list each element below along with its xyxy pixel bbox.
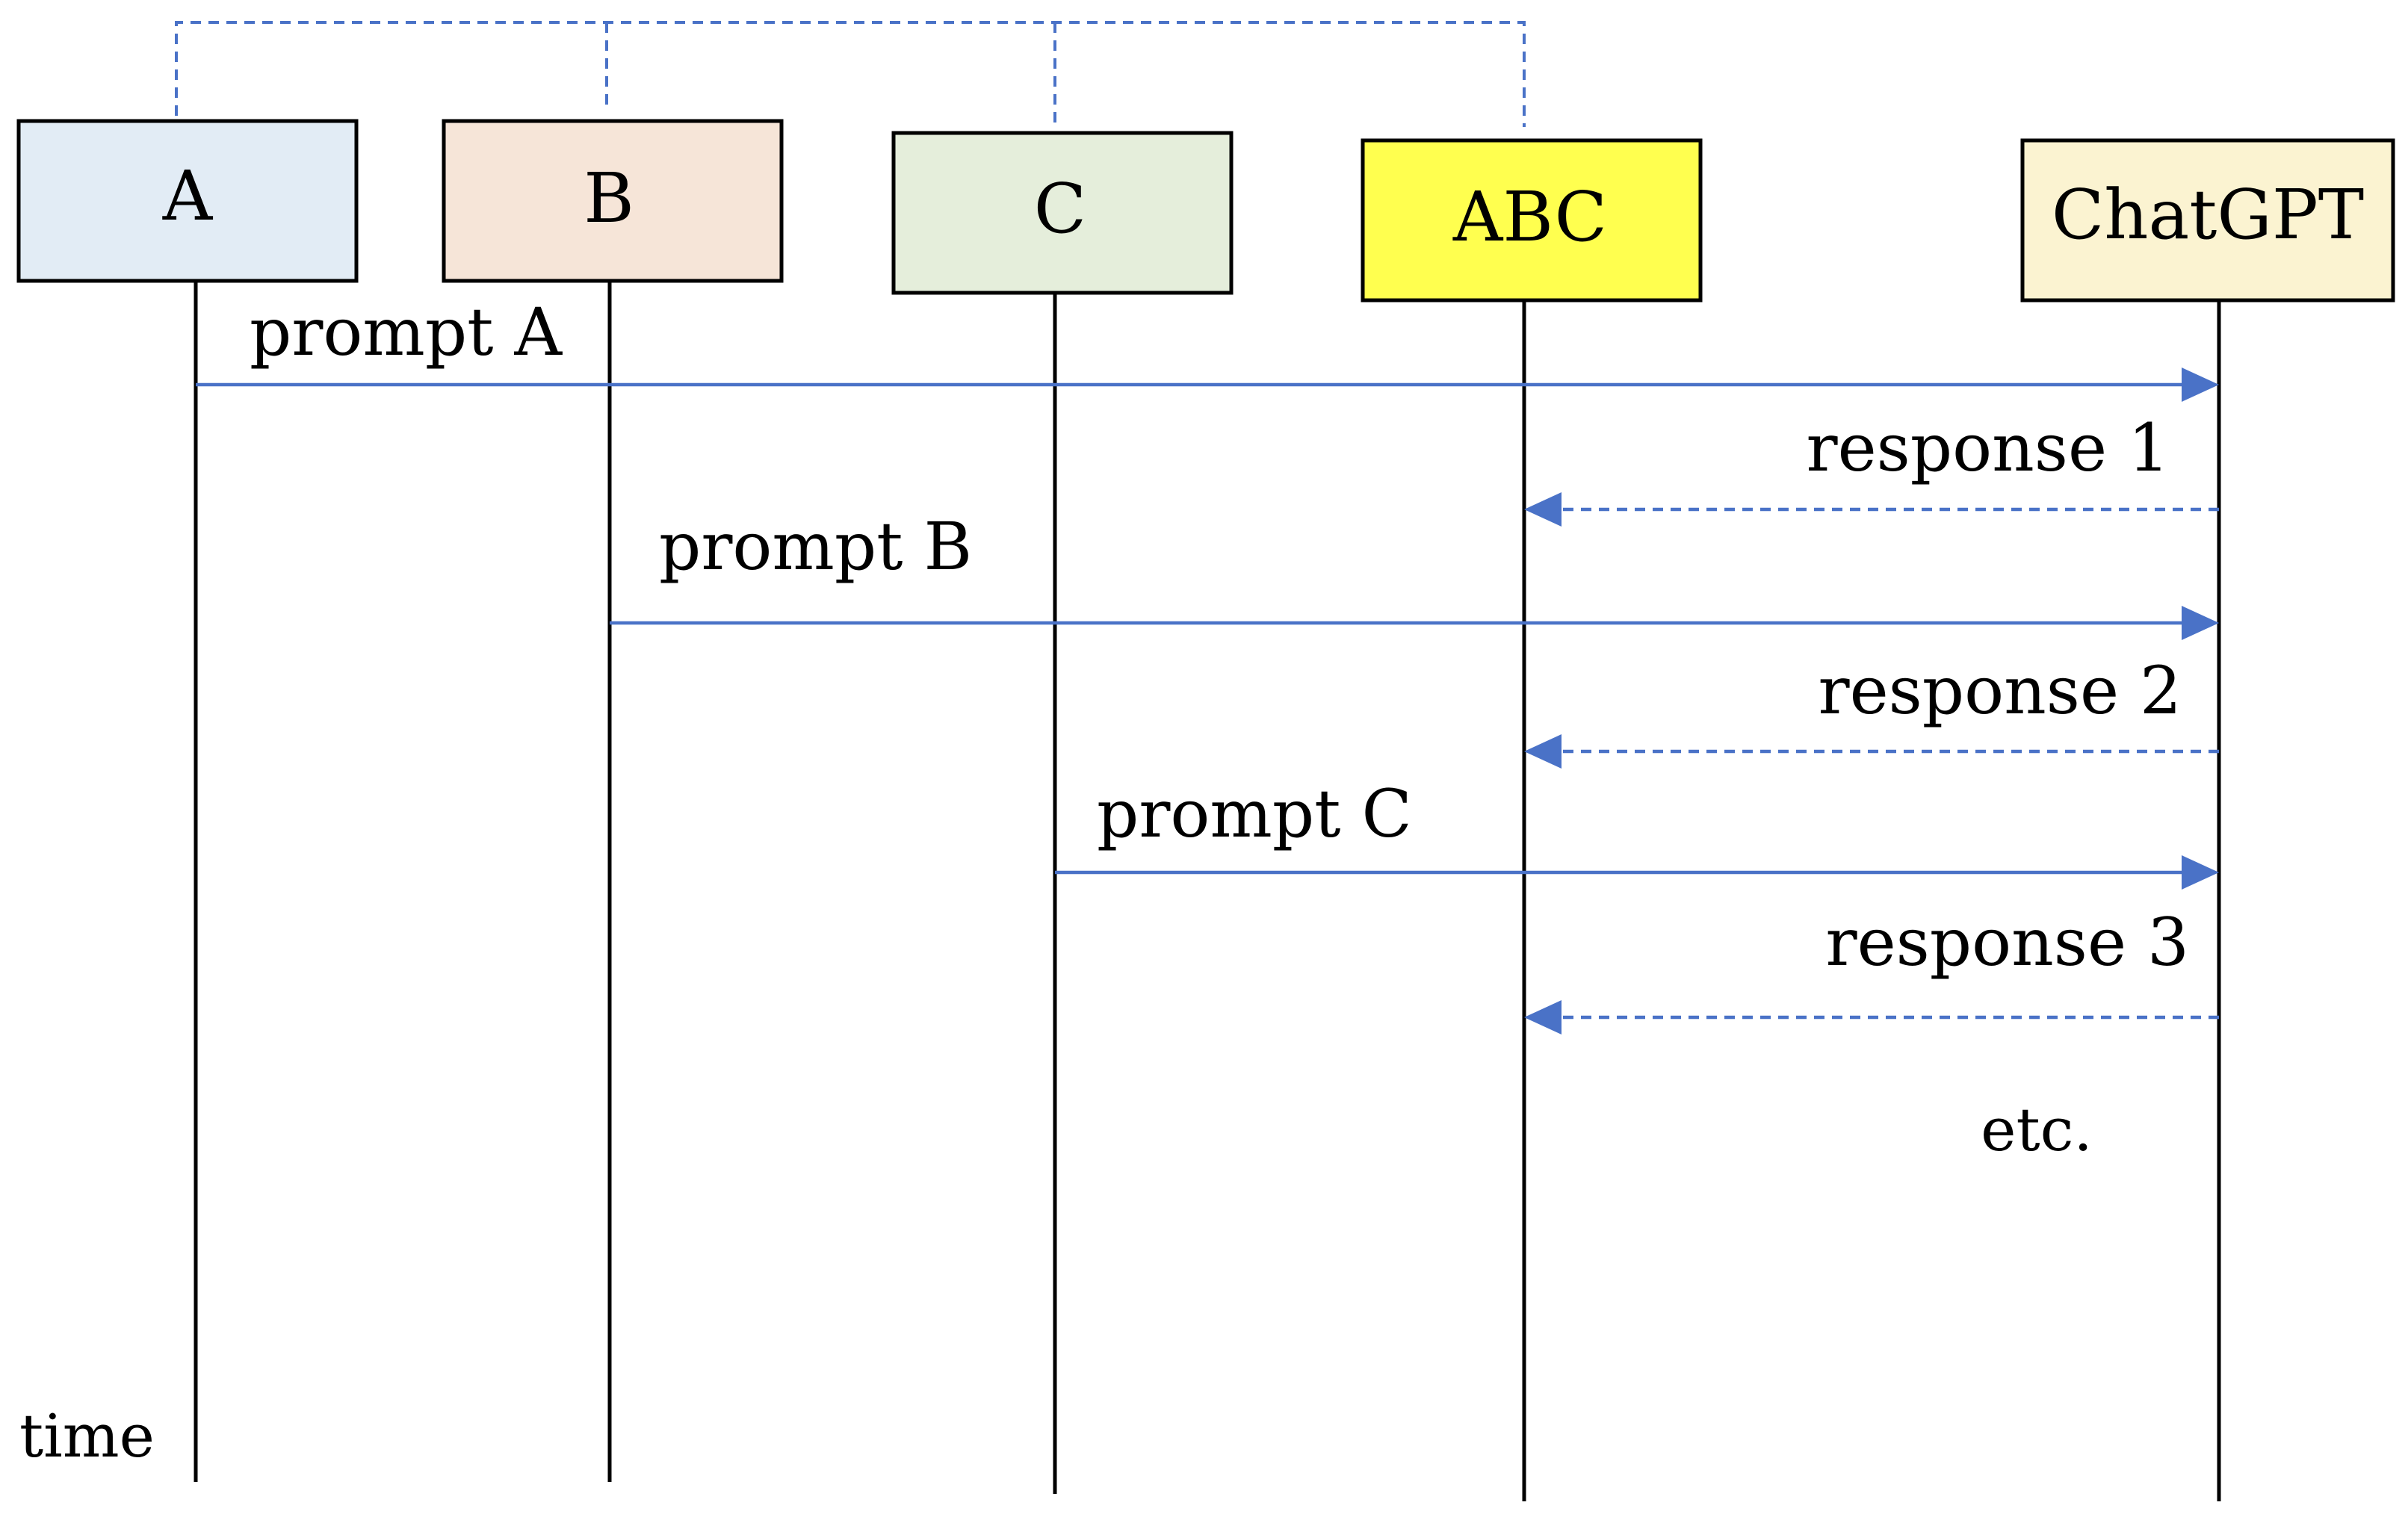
participant-chatgpt-box	[2020, 138, 2395, 303]
arrowhead-left-icon	[1524, 734, 1562, 769]
arrowhead-left-icon	[1524, 1000, 1562, 1035]
participant-c-label: C	[1034, 169, 1086, 249]
participant-a: A	[16, 119, 359, 283]
participant-a-label: A	[162, 156, 214, 236]
participant-b: B	[442, 119, 784, 283]
participant-c: C	[891, 131, 1234, 295]
participant-abc: ABC	[1361, 138, 1703, 303]
message-response-3-label: response 3	[1826, 904, 2190, 981]
message-response-3: response 3	[1524, 904, 2219, 1035]
message-prompt-b: prompt B	[610, 508, 2219, 640]
continuation-note: etc.	[1981, 1095, 2093, 1164]
message-response-1-label: response 1	[1807, 409, 2170, 486]
message-response-2: response 2	[1524, 652, 2219, 769]
participant-b-box	[442, 119, 784, 283]
message-prompt-a: prompt A	[196, 294, 2219, 402]
arrowhead-right-icon	[2182, 606, 2219, 640]
message-prompt-c-label: prompt C	[1097, 775, 1412, 852]
participant-a-box	[16, 119, 359, 283]
time-axis-label: time	[19, 1401, 155, 1471]
participant-chatgpt: ChatGPT	[2020, 138, 2395, 303]
arrowhead-right-icon	[2182, 855, 2219, 890]
participant-b-label: B	[584, 158, 634, 238]
message-prompt-c: prompt C	[1055, 775, 2219, 890]
arrowhead-right-icon	[2182, 367, 2219, 402]
arrowhead-left-icon	[1524, 492, 1562, 527]
message-prompt-a-label: prompt A	[250, 294, 563, 370]
message-response-1: response 1	[1524, 409, 2219, 527]
group-bracket	[175, 21, 1526, 127]
participant-c-box	[891, 131, 1234, 295]
message-prompt-b-label: prompt B	[659, 508, 972, 585]
participant-abc-label: ABC	[1452, 177, 1607, 257]
participant-abc-box	[1361, 138, 1703, 303]
message-response-2-label: response 2	[1819, 652, 2182, 729]
participant-chatgpt-label: ChatGPT	[2052, 175, 2364, 255]
